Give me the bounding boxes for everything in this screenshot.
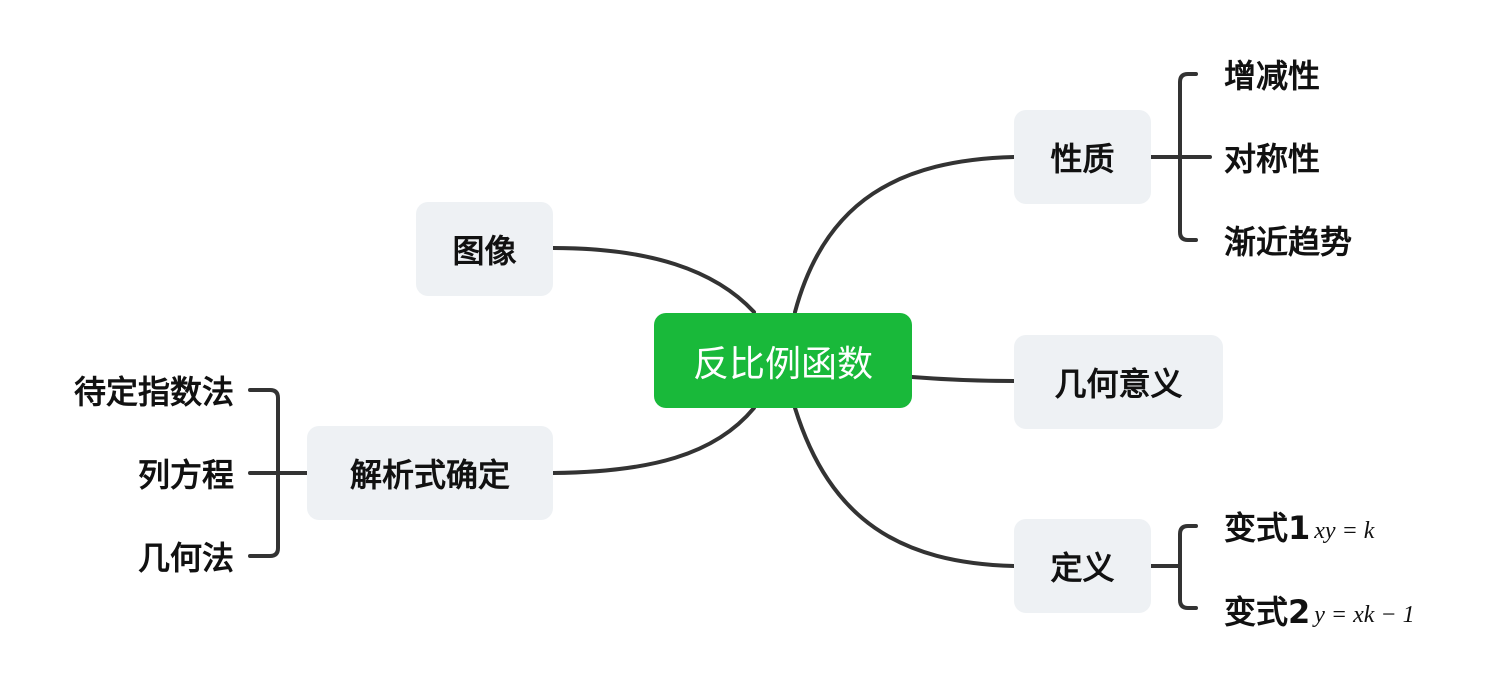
subtopic-label: 对称性 [1224, 140, 1321, 178]
subtopic-bianshi-1[interactable]: 变式1 xy = k [1224, 508, 1374, 548]
subtopic-label: 几何法 [137, 539, 234, 577]
formula-text: xy = k [1314, 518, 1375, 544]
subtopic-daiding-zhishufa[interactable]: 待定指数法 [20, 372, 234, 412]
topic-xingzhi-label: 性质 [1050, 140, 1115, 178]
link-root-xingzhi [793, 155, 1016, 314]
topic-xingzhi[interactable]: 性质 [1014, 110, 1151, 204]
bracket-xingzhi [1149, 72, 1212, 242]
topic-tuxiang[interactable]: 图像 [416, 202, 553, 296]
subtopic-label: 增减性 [1224, 57, 1321, 95]
link-root-jihe-yiyi [910, 375, 1016, 383]
bracket-dingyi [1149, 524, 1198, 610]
subtopic-label: 变式2 [1224, 593, 1311, 631]
formula-text: y = xk − 1 [1314, 602, 1415, 628]
subtopic-duichenxing[interactable]: 对称性 [1224, 139, 1320, 179]
subtopic-label: 变式1 [1224, 509, 1311, 547]
topic-dingyi-label: 定义 [1050, 549, 1115, 587]
subtopic-zengjianxing[interactable]: 增减性 [1224, 56, 1320, 96]
subtopic-jihefa[interactable]: 几何法 [20, 538, 234, 578]
topic-jiexishi[interactable]: 解析式确定 [307, 426, 553, 520]
link-root-dingyi [793, 406, 1016, 568]
bracket-jiexishi [248, 388, 309, 558]
topic-tuxiang-label: 图像 [452, 232, 517, 270]
subtopic-label: 列方程 [137, 456, 234, 494]
topic-jihe-yiyi[interactable]: 几何意义 [1014, 335, 1223, 429]
topic-jihe-yiyi-label: 几何意义 [1054, 365, 1183, 403]
root-node[interactable]: 反比例函数 [654, 313, 912, 408]
root-label: 反比例函数 [692, 343, 873, 385]
topic-jiexishi-label: 解析式确定 [349, 456, 510, 494]
link-root-jiexishi [551, 406, 756, 475]
subtopic-bianshi-2[interactable]: 变式2 y = xk − 1 [1224, 592, 1415, 632]
subtopic-label: 渐近趋势 [1224, 223, 1353, 261]
topic-dingyi[interactable]: 定义 [1014, 519, 1151, 613]
link-root-tuxiang [551, 246, 756, 314]
subtopic-jianjin-qushi[interactable]: 渐近趋势 [1224, 222, 1352, 262]
subtopic-label: 待定指数法 [73, 373, 234, 411]
subtopic-lie-fangcheng[interactable]: 列方程 [20, 455, 234, 495]
